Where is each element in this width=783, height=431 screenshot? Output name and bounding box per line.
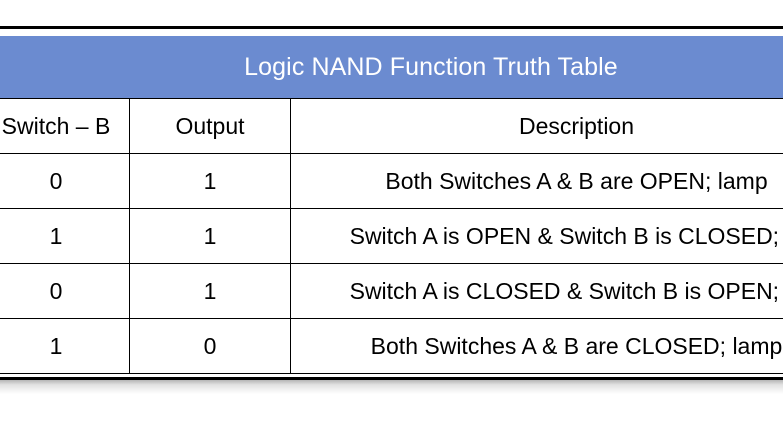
cell-switch-b: 1: [0, 318, 130, 374]
bottom-divider-shadow: [0, 380, 783, 394]
cell-output: 1: [129, 153, 291, 209]
cell-description: Switch A is CLOSED & Switch B is OPEN; l…: [290, 263, 783, 319]
cell-description: Both Switches A & B are OPEN; lamp: [290, 153, 783, 209]
truth-table-block: Logic NAND Function Truth Table Switch –…: [0, 36, 783, 374]
cell-output: 1: [129, 208, 291, 264]
table-row: 1 1 Switch A is OPEN & Switch B is CLOSE…: [0, 208, 783, 264]
cell-description: Both Switches A & B are CLOSED; lamp: [290, 318, 783, 374]
column-header-description: Description: [290, 98, 783, 154]
cell-output: 1: [129, 263, 291, 319]
truth-table: Switch – B Output Description 0 1 Both S…: [0, 98, 783, 374]
column-header-switch-b: Switch – B: [0, 98, 130, 154]
cell-switch-b: 0: [0, 263, 130, 319]
table-header-row: Switch – B Output Description: [0, 98, 783, 154]
table-row: 0 1 Both Switches A & B are OPEN; lamp: [0, 153, 783, 209]
cell-output: 0: [129, 318, 291, 374]
column-header-output: Output: [129, 98, 291, 154]
cell-description: Switch A is OPEN & Switch B is CLOSED; l…: [290, 208, 783, 264]
bottom-divider-rule: [0, 377, 783, 380]
top-divider-rule: [0, 26, 783, 29]
table-row: 1 0 Both Switches A & B are CLOSED; lamp: [0, 318, 783, 374]
table-row: 0 1 Switch A is CLOSED & Switch B is OPE…: [0, 263, 783, 319]
truth-table-title: Logic NAND Function Truth Table: [244, 52, 618, 81]
cell-switch-b: 0: [0, 153, 130, 209]
cell-switch-b: 1: [0, 208, 130, 264]
truth-table-title-bar: Logic NAND Function Truth Table: [0, 36, 783, 98]
